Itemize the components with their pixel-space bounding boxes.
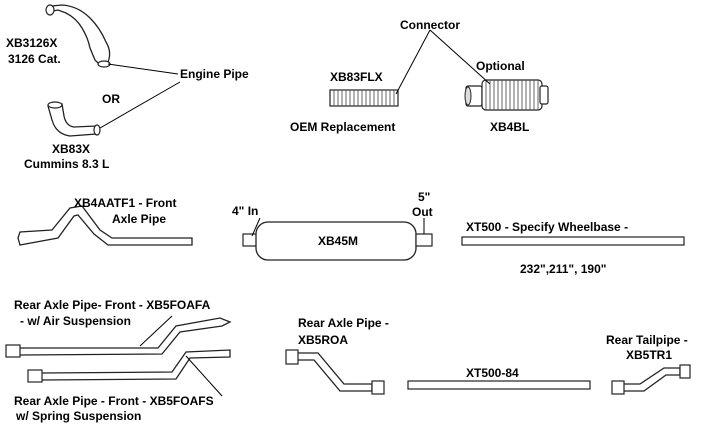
- tailpipe-label-line2: XB5TR1: [626, 348, 673, 362]
- xb83x-code: XB83X: [52, 142, 91, 156]
- xt500-label-line2: 232",211", 190": [520, 262, 607, 276]
- oem-replacement-label: OEM Replacement: [290, 120, 396, 134]
- outlet-word-label: Out: [412, 205, 433, 219]
- or-label: OR: [102, 92, 120, 106]
- xb83x-pipe-drawing: [47, 101, 101, 137]
- xb4aatf1-label-line1: XB4AATF1 - Front: [74, 196, 177, 210]
- rear-front-air-label-line2: - w/ Air Suspension: [20, 314, 131, 328]
- tailpipe-label-line1: Rear Tailpipe -: [606, 333, 688, 347]
- xb4bl-flex-drawing: [464, 79, 549, 111]
- xb83x-description: Cummins 8.3 L: [24, 157, 110, 171]
- xt500-84-label: XT500-84: [466, 366, 519, 380]
- xb5foafa-pipe-drawing: [5, 315, 232, 358]
- xb5roa-pipe-drawing: [285, 349, 385, 395]
- rear-front-air-label-line1: Rear Axle Pipe- Front - XB5FOAFA: [14, 298, 211, 312]
- xb83flx-flex-drawing: [329, 89, 399, 107]
- xb4bl-code: XB4BL: [490, 120, 530, 134]
- xb3126x-pipe-drawing: [45, 4, 111, 68]
- xb5tr1-pipe-drawing: [611, 364, 691, 395]
- rear-axle-label-line1: Rear Axle Pipe -: [298, 316, 389, 330]
- xt500-label-line1: XT500 - Specify Wheelbase -: [466, 220, 629, 234]
- xb5foafs-pipe-drawing: [27, 349, 231, 397]
- rear-front-spring-label-line2: w/ Spring Suspension: [16, 409, 142, 423]
- xb3126x-code: XB3126X: [6, 36, 58, 50]
- xt500-pipe-drawing: [461, 236, 685, 246]
- xb45m-muffler-drawing: [242, 217, 433, 261]
- xb83flx-code: XB83FLX: [330, 70, 383, 84]
- xb4aatf1-label-line2: Axle Pipe: [112, 212, 167, 226]
- xb4aatf1-pipe-drawing: [17, 205, 193, 246]
- outlet-size-label: 5": [418, 190, 431, 204]
- rear-axle-label-line2: XB5ROA: [298, 333, 349, 347]
- xb45m-code: XB45M: [318, 234, 359, 248]
- engine-pipe-label: Engine Pipe: [180, 67, 249, 81]
- inlet-label: 4" In: [232, 204, 259, 218]
- xt500-84-pipe-drawing: [407, 380, 591, 390]
- optional-label: Optional: [476, 59, 525, 73]
- connector-label: Connector: [400, 18, 460, 32]
- xb3126x-description: 3126 Cat.: [8, 52, 61, 66]
- rear-front-spring-label-line1: Rear Axle Pipe - Front - XB5FOAFS: [14, 394, 214, 408]
